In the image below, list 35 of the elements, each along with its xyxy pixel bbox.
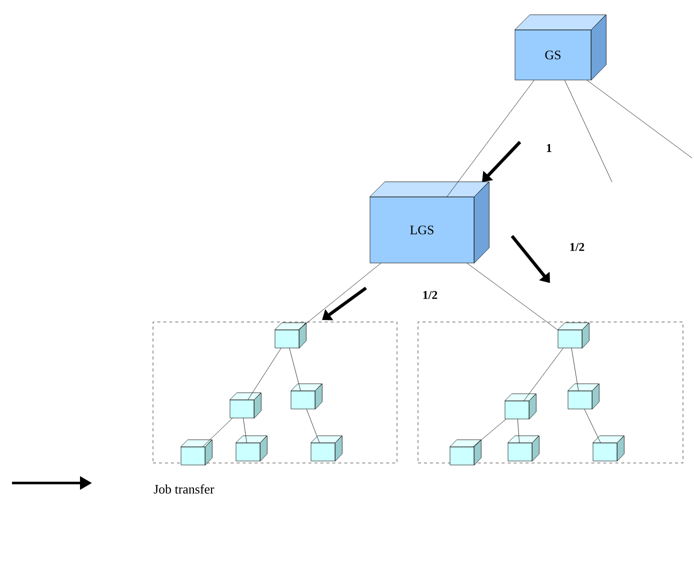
transfer-share-label: 1/2 bbox=[423, 290, 438, 299]
connector-line bbox=[306, 409, 320, 443]
connector-line bbox=[298, 263, 382, 330]
connector-line bbox=[524, 348, 564, 401]
connector-line bbox=[517, 419, 520, 443]
node-cube bbox=[180, 440, 212, 466]
connector-line bbox=[202, 418, 233, 447]
node-cube bbox=[450, 440, 482, 466]
dashed-group-box bbox=[152, 322, 398, 464]
transfer-share-label: 1/2 bbox=[570, 242, 584, 251]
legend-text: Job transfer bbox=[154, 484, 214, 494]
node-cube bbox=[508, 436, 540, 462]
node-cube bbox=[274, 322, 306, 348]
connector-line bbox=[446, 80, 534, 197]
connector-line bbox=[584, 409, 601, 443]
node-cube bbox=[568, 384, 600, 410]
dashed-group-box bbox=[418, 322, 684, 464]
server-cube: GS bbox=[514, 14, 606, 80]
connector-line bbox=[472, 419, 506, 447]
connector-line bbox=[586, 80, 692, 158]
node-cube bbox=[236, 436, 268, 462]
connector-line bbox=[564, 80, 612, 182]
connector-line bbox=[466, 263, 558, 330]
connector-line bbox=[289, 348, 301, 391]
connector-line bbox=[248, 348, 282, 400]
server-cube: LGS bbox=[370, 182, 490, 264]
node-cube bbox=[310, 436, 342, 462]
connector-line bbox=[243, 418, 247, 443]
node-cube bbox=[558, 322, 590, 348]
connector-line bbox=[571, 348, 579, 391]
node-cube bbox=[592, 436, 624, 462]
transfer-share-label: 1 bbox=[546, 144, 552, 152]
node-cube bbox=[504, 394, 536, 420]
node-cube bbox=[230, 392, 262, 418]
node-cube bbox=[290, 384, 322, 410]
